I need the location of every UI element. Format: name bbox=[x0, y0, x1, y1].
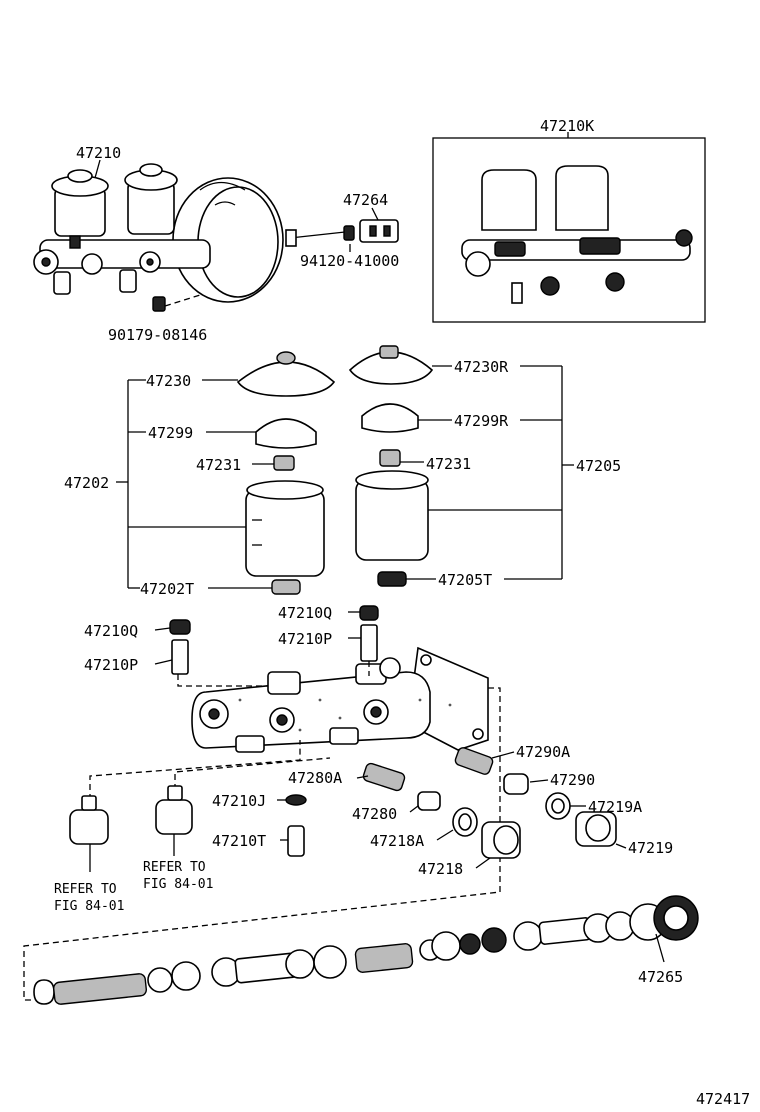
refer-right-line2: FIG 84-01 bbox=[143, 877, 213, 892]
label-47210: 47210 bbox=[76, 144, 121, 162]
label-47230R: 47230R bbox=[454, 358, 509, 376]
label-47210T: 47210T bbox=[212, 832, 266, 850]
label-47264: 47264 bbox=[343, 191, 388, 209]
label-47210P-right: 47210P bbox=[278, 630, 332, 648]
label-47202: 47202 bbox=[64, 474, 109, 492]
label-47210P-left: 47210P bbox=[84, 656, 138, 674]
label-47219: 47219 bbox=[628, 839, 673, 857]
piston-assembly-47265-drawing bbox=[33, 895, 699, 1005]
right-reservoir-group bbox=[348, 345, 434, 587]
label-47218: 47218 bbox=[418, 860, 463, 878]
label-47299R: 47299R bbox=[454, 412, 509, 430]
label-47218A: 47218A bbox=[370, 832, 424, 850]
bracket-47205 bbox=[400, 365, 574, 580]
cylinder-body-drawing bbox=[191, 646, 489, 753]
bracket-47202 bbox=[116, 379, 274, 589]
small-parts-drawing bbox=[69, 747, 617, 859]
label-47299: 47299 bbox=[148, 424, 193, 442]
label-47210K: 47210K bbox=[540, 117, 594, 135]
label-94120-41000: 94120-41000 bbox=[300, 252, 399, 270]
label-47210Q-left: 47210Q bbox=[84, 622, 138, 640]
label-47231-right: 47231 bbox=[426, 455, 471, 473]
label-47210Q-right: 47210Q bbox=[278, 604, 332, 622]
label-47231-left: 47231 bbox=[196, 456, 241, 474]
kit-47210K-box bbox=[432, 132, 706, 323]
refer-left-line2: FIG 84-01 bbox=[54, 899, 124, 914]
refer-right-line1: REFER TO bbox=[143, 860, 206, 875]
label-47219A: 47219A bbox=[588, 798, 642, 816]
label-47202T: 47202T bbox=[140, 580, 194, 598]
booster-assembly-drawing bbox=[33, 163, 399, 312]
label-47205T: 47205T bbox=[438, 571, 492, 589]
label-47290: 47290 bbox=[550, 771, 595, 789]
label-47265: 47265 bbox=[638, 968, 683, 986]
label-47210J: 47210J bbox=[212, 792, 266, 810]
label-90179-08146: 90179-08146 bbox=[108, 326, 207, 344]
label-47280A: 47280A bbox=[288, 769, 342, 787]
left-reservoir-group bbox=[236, 351, 336, 595]
label-47230: 47230 bbox=[146, 372, 191, 390]
label-47290A: 47290A bbox=[516, 743, 570, 761]
label-47205: 47205 bbox=[576, 457, 621, 475]
refer-left-line1: REFER TO bbox=[54, 882, 117, 897]
label-47280: 47280 bbox=[352, 805, 397, 823]
figure-number: 472417 bbox=[696, 1090, 750, 1108]
